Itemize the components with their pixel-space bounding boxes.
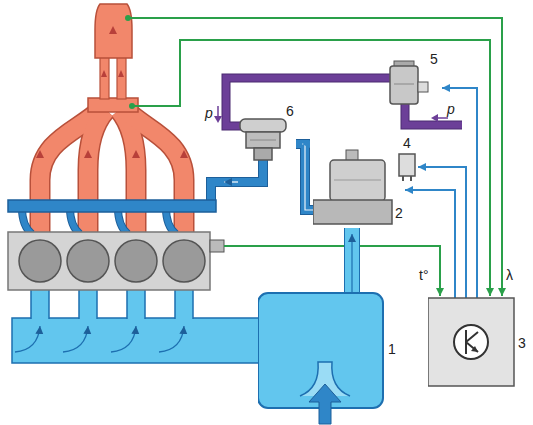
intake-runners [12,288,264,363]
signal-label: λ [506,268,513,282]
solenoid-valve: 5 [378,52,442,108]
air-plenum: 1 [258,290,402,425]
control-signal [418,167,466,298]
component-shape [313,148,405,228]
engine-block [8,232,224,290]
pressure-label: p [205,106,213,120]
callout-number: 4 [403,136,411,150]
sensor-dot [125,15,131,21]
component-shape [428,296,528,388]
intake-manifold [8,160,263,234]
sensor-wire [128,18,502,296]
sensor-dot [129,103,135,109]
callout-number: 2 [395,206,403,220]
position-sensor: 4 [396,136,418,182]
gas-pipe [352,228,353,293]
egr-valve: 6 [236,104,296,162]
pressure-label: p [447,102,455,116]
component-shape [258,290,402,425]
callout-number: 6 [286,104,294,118]
gas-pipe [296,144,313,210]
callout-number: 1 [388,342,396,356]
signal-label: t° [419,268,429,282]
control-signal [442,88,477,298]
callout-number: 3 [518,336,526,350]
control-unit: 3 [428,296,528,388]
control-signal [405,190,455,298]
throttle-body: 2 [313,148,405,228]
callout-number: 5 [430,52,438,66]
